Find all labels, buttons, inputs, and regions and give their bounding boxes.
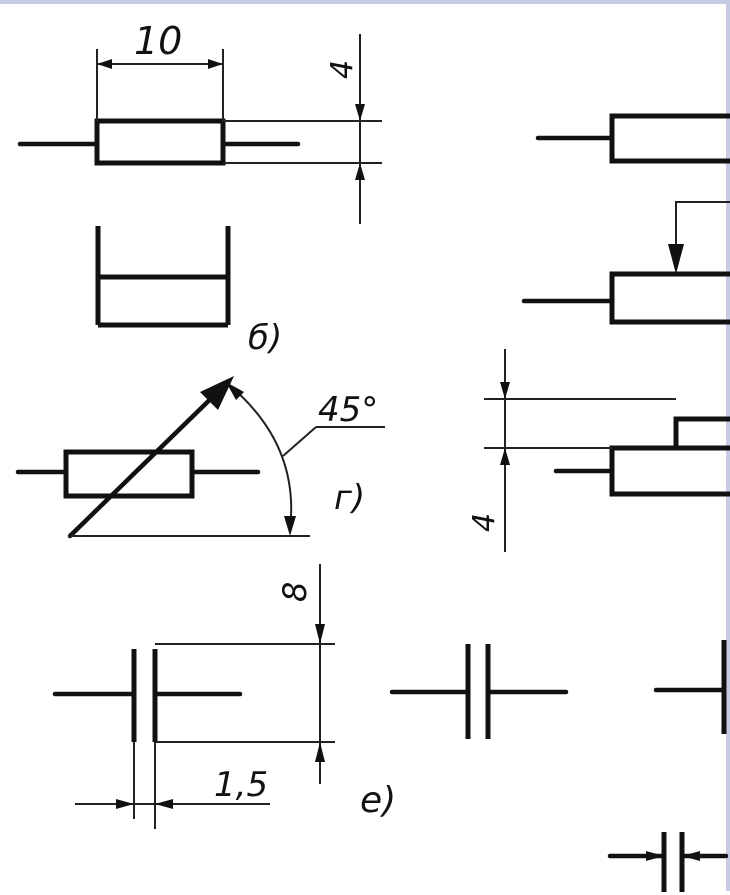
capacitor-dimensioned [52, 564, 335, 829]
dim-resistor-length: 10 [134, 19, 182, 63]
resistor-dimensioned [17, 34, 382, 224]
dim-tap-height: 4 [467, 513, 502, 532]
capacitor-right [653, 640, 727, 734]
dim-capacitor-gap: 1,5 [214, 765, 268, 805]
dim-capacitor-height: 8 [276, 582, 314, 602]
cup-symbol [95, 226, 231, 328]
dim-resistor-height: 4 [325, 60, 360, 79]
capacitor-bottom-right [607, 832, 729, 892]
capacitor-middle [389, 644, 569, 739]
dim-angle: 45° [318, 390, 378, 430]
potentiometer [521, 201, 730, 325]
variable-resistor [15, 376, 385, 539]
label-e: е) [360, 780, 396, 821]
tapped-resistor [484, 349, 730, 552]
technical-drawing: 10 4 б) 45° г) [15, 19, 730, 892]
label-b: б) [248, 318, 282, 358]
label-g: г) [334, 478, 365, 518]
resistor-right-top [535, 113, 730, 164]
